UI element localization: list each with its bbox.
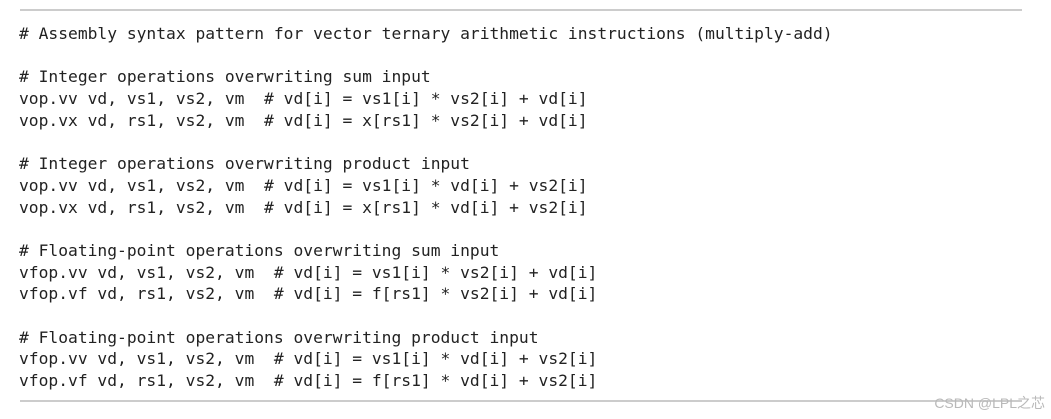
csdn-watermark: CSDN @LPL之芯 (934, 395, 1045, 411)
code-line: vop.vv vd, vs1, vs2, vm # vd[i] = vs1[i]… (19, 89, 588, 109)
code-line: # Assembly syntax pattern for vector ter… (19, 24, 833, 43)
bottom-divider (20, 400, 1022, 402)
code-line: vfop.vf vd, rs1, vs2, vm # vd[i] = f[rs1… (19, 284, 598, 304)
code-line: vfop.vv vd, vs1, vs2, vm # vd[i] = vs1[i… (19, 349, 598, 369)
top-divider (20, 9, 1022, 11)
code-line: vop.vv vd, vs1, vs2, vm # vd[i] = vs1[i]… (19, 175, 588, 195)
code-line: # Integer operations overwriting sum inp… (19, 67, 431, 87)
code-line: vop.vx vd, rs1, vs2, vm # vd[i] = x[rs1]… (19, 197, 588, 217)
code-line: # Integer operations overwriting product… (19, 154, 470, 174)
code-block: # Assembly syntax pattern for vector ter… (19, 23, 833, 392)
code-line (19, 305, 833, 327)
code-line: vfop.vv vd, vs1, vs2, vm # vd[i] = vs1[i… (19, 262, 598, 282)
code-line: # Floating-point operations overwriting … (19, 240, 500, 260)
code-line (19, 131, 833, 153)
code-line: # Floating-point operations overwriting … (19, 327, 539, 347)
code-line (19, 218, 833, 240)
code-line (19, 45, 833, 67)
code-line: vop.vx vd, rs1, vs2, vm # vd[i] = x[rs1]… (19, 110, 588, 130)
code-line: vfop.vf vd, rs1, vs2, vm # vd[i] = f[rs1… (19, 371, 598, 390)
